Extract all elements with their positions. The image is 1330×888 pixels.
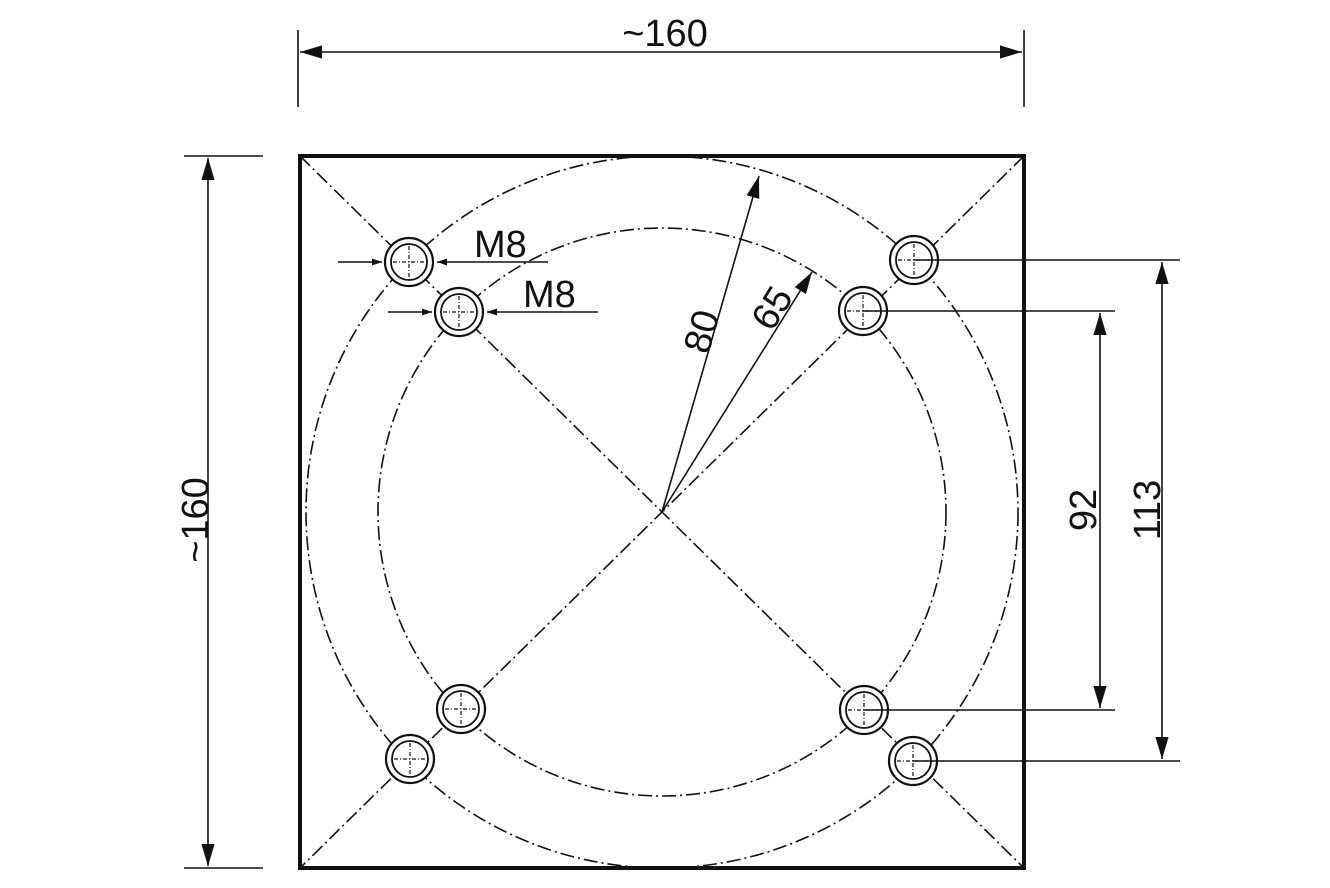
outer-spacing-dimension: 113 [913,259,1180,762]
height-dimension: ~160 [175,155,263,869]
height-label: ~160 [175,477,217,563]
outer-radius-dimension: 80 [661,175,760,513]
inner-spacing-label: 92 [1063,489,1105,531]
thread-outer-label: M8 [474,224,527,266]
outer-spacing-label: 113 [1127,480,1169,541]
bolt-hole [384,733,436,785]
thread-callout-outer: M8 [338,224,548,266]
outer-radius-label: 80 [676,306,728,358]
bolt-hole [383,236,435,288]
inner-spacing-dimension: 92 [863,310,1115,711]
inner-radius-dimension: 65 [661,271,813,513]
bolt-hole [433,286,485,338]
thread-callout-inner: M8 [388,274,598,316]
inner-radius-label: 65 [744,280,802,338]
width-dimension: ~160 [297,13,1025,107]
bolt-hole [435,683,487,735]
width-label: ~160 [622,13,708,55]
inner-bolt-circle [377,227,947,797]
thread-inner-label: M8 [523,274,576,316]
outer-bolt-circle [305,155,1019,869]
